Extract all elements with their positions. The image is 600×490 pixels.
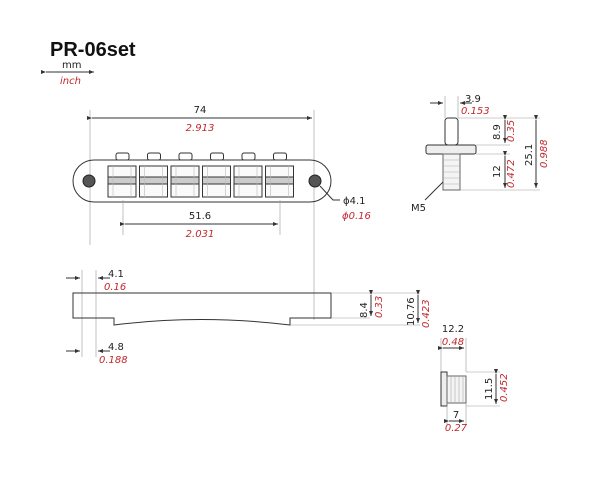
saddle	[139, 152, 168, 198]
dim-height-total-inch: 0.423	[421, 299, 432, 328]
saddle	[233, 152, 263, 198]
saddle	[265, 152, 294, 198]
dim-saddle-span-mm: 51.6	[189, 211, 211, 222]
bridge-top-view: 74 2.913 51.6 2.031 ϕ4.1 ϕ0.16	[72, 105, 371, 320]
dim-wheel-inner-mm: 7	[453, 410, 459, 421]
dim-post-total-mm: 25.1	[524, 144, 535, 166]
dim-hole-inch: ϕ0.16	[342, 211, 371, 222]
dim-wheel-height-mm: 11.5	[484, 378, 495, 400]
dim-end-top-inch: 0.16	[104, 282, 126, 293]
unit-inch: inch	[60, 76, 81, 87]
dim-end-bottom-inch: 0.188	[99, 355, 128, 366]
saddle	[202, 152, 231, 198]
post-drawing: 3.9 0.153 8.9 0.35 12 0.472 25.1 0.988 M…	[411, 94, 550, 214]
dim-post-total-inch: 0.988	[539, 139, 550, 168]
dim-length-inch: 2.913	[186, 123, 215, 134]
dim-wheel-inner-inch: 0.27	[445, 423, 468, 434]
dim-wheel-diameter-mm: 12.2	[442, 324, 464, 335]
dim-thread-length-mm: 12	[492, 165, 503, 178]
dim-thread-length-inch: 0.472	[506, 159, 517, 188]
dim-height-end-inch: 0.33	[374, 296, 385, 318]
dim-hole-mm: ϕ4.1	[343, 196, 366, 207]
page-title: PR-06set	[50, 39, 136, 61]
dim-post-upper-mm: 8.9	[492, 124, 503, 140]
dim-end-bottom-mm: 4.8	[108, 342, 124, 353]
bridge-side-view: 4.1 0.16 4.8 0.188 8.4 0.33 10.76 0.423	[66, 269, 432, 366]
saddle	[107, 152, 137, 198]
unit-mm: mm	[62, 60, 81, 71]
unit-legend: mm inch	[41, 60, 94, 87]
dim-height-total-mm: 10.76	[406, 297, 417, 326]
dim-saddle-span-inch: 2.031	[186, 229, 215, 240]
dim-post-diameter-mm: 3.9	[465, 94, 481, 105]
dim-wheel-diameter-inch: 0.48	[442, 337, 464, 348]
dim-wheel-height-inch: 0.452	[499, 373, 510, 402]
thread-label: M5	[411, 203, 426, 214]
dim-post-diameter-inch: 0.153	[461, 106, 490, 117]
saddle	[170, 152, 200, 198]
dim-post-upper-inch: 0.35	[506, 120, 517, 142]
thumbwheel-drawing: 12.2 0.48 11.5 0.452 7 0.27	[438, 324, 510, 434]
dim-height-end-mm: 8.4	[359, 302, 370, 318]
dim-length-mm: 74	[194, 105, 207, 116]
dim-end-top-mm: 4.1	[108, 269, 124, 280]
